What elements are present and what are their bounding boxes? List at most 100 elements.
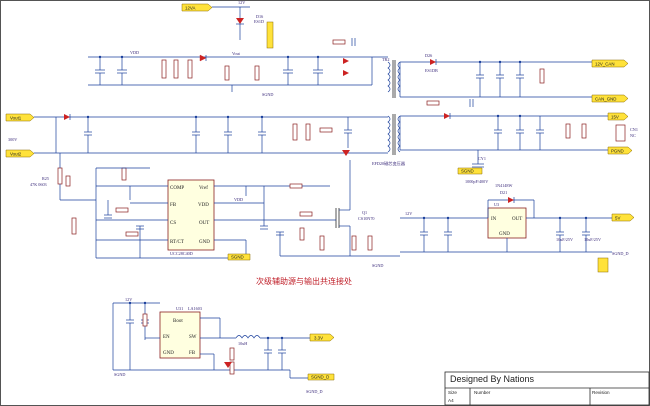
- cap-c131: [95, 57, 105, 85]
- svg-text:R25: R25: [42, 176, 49, 181]
- transformer-tr1: EFD20磁芯变压器: [372, 114, 406, 167]
- inductor-l1: 10uH: [235, 335, 261, 346]
- net-flag-can-gnd: CAN_GND: [591, 94, 629, 103]
- net-flag-sgnd-bottom: SGND: [227, 253, 251, 261]
- cap-c232: [192, 117, 200, 153]
- svg-text:CY1: CY1: [478, 156, 486, 161]
- cap-c221: [84, 117, 92, 153]
- net-flag-sgnd-d-bottom: SGND_D: [307, 373, 335, 381]
- cap-c260: [283, 57, 293, 85]
- resistor-r400: [161, 59, 193, 79]
- svg-text:CS10N70: CS10N70: [358, 216, 375, 221]
- svg-text:12V: 12V: [125, 297, 132, 302]
- svg-text:1000pF/400V: 1000pF/400V: [465, 179, 488, 184]
- net-flag-5v: 5V: [611, 213, 635, 222]
- svg-text:GND: GND: [199, 240, 210, 245]
- svg-text:SGND_D: SGND_D: [306, 389, 323, 394]
- svg-text:Vout2: Vout2: [10, 152, 22, 157]
- net-flag-12va: 12VA: [181, 3, 213, 12]
- snubber-top: [332, 38, 356, 76]
- net-flag-sgnd-vertical: [266, 21, 274, 49]
- svg-text:UCC28C40D: UCC28C40D: [170, 251, 193, 256]
- svg-text:D16: D16: [256, 14, 263, 19]
- svg-text:15V: 15V: [611, 115, 619, 120]
- diode-d26: D26 ES1DB: [425, 53, 438, 73]
- designed-by: Designed By Nations: [450, 374, 535, 384]
- resistor-r405: [224, 65, 260, 81]
- resistor-r25: R25 47K 0603: [30, 167, 63, 187]
- svg-text:12VA: 12VA: [185, 6, 195, 11]
- net-flag-3v3: 3.3V: [309, 333, 335, 342]
- svg-text:SW: SW: [189, 335, 197, 340]
- title-block: Designed By Nations Size Number Revision…: [444, 371, 650, 406]
- svg-text:Revision: Revision: [592, 390, 610, 395]
- svg-text:Number: Number: [474, 390, 491, 395]
- svg-text:U31: U31: [176, 306, 183, 311]
- cap-bank-15v: [494, 116, 587, 150]
- svg-text:12V: 12V: [238, 0, 245, 5]
- cap-c133: [117, 57, 127, 85]
- diode-d21: 1N4148W D21: [487, 183, 535, 218]
- svg-text:SGND_D: SGND_D: [311, 375, 329, 380]
- diode-d96: [199, 54, 207, 62]
- svg-text:ES1D: ES1D: [254, 19, 264, 24]
- cap-c238: [344, 117, 352, 148]
- svg-text:OUT: OUT: [512, 217, 522, 222]
- svg-text:SGND: SGND: [231, 255, 244, 260]
- svg-text:EN: EN: [163, 335, 170, 340]
- diode-d111: [224, 362, 232, 368]
- svg-text:CN1: CN1: [630, 127, 638, 132]
- ic-u1-ucc28c40: U3 COMP Vref FB VDD CS OUT RT/CT GND UCC…: [167, 179, 215, 256]
- svg-text:10uF/25V: 10uF/25V: [584, 237, 601, 242]
- svg-text:1N4148W: 1N4148W: [495, 183, 512, 188]
- cap-c261: [313, 57, 323, 85]
- mosfet-q1: Q1 CS10N70: [335, 186, 375, 256]
- resistor-r406: [292, 123, 333, 141]
- diode-d91: [64, 114, 71, 120]
- connector-cn1: CN1 NC: [615, 124, 638, 142]
- svg-text:10uH: 10uH: [238, 341, 247, 346]
- diode-d16: D16 ES1D: [236, 7, 264, 40]
- svg-text:GND: GND: [499, 232, 510, 237]
- svg-text:U3: U3: [494, 202, 499, 207]
- svg-text:SGND: SGND: [114, 372, 125, 377]
- svg-text:VDD: VDD: [234, 197, 243, 202]
- svg-text:CAN_GND: CAN_GND: [595, 97, 616, 102]
- ic-u3-ldo: IN OUT GND U3: [487, 202, 527, 239]
- net-flag-12v-can: 12V_CAN: [591, 59, 629, 68]
- svg-text:47K 0603: 47K 0603: [30, 182, 47, 187]
- svg-text:10uF/25V: 10uF/25V: [556, 237, 573, 242]
- svg-text:SGND: SGND: [262, 92, 273, 97]
- cap-c234: [258, 117, 266, 153]
- net-flag-15v: 15V: [607, 112, 629, 121]
- svg-text:RT/CT: RT/CT: [170, 240, 184, 245]
- net-flag-vout2: Vout2: [5, 149, 35, 158]
- net-flag-pgnd: PGND: [607, 146, 633, 155]
- svg-text:Size: Size: [448, 390, 457, 395]
- svg-text:COMP: COMP: [170, 186, 184, 191]
- svg-text:GND: GND: [163, 351, 174, 356]
- svg-text:A4: A4: [448, 398, 454, 403]
- svg-text:SGND_D: SGND_D: [612, 251, 629, 256]
- snubber-mid: [426, 99, 474, 119]
- cap-cy1: CY1 1000pF/400V: [465, 150, 488, 184]
- svg-text:SGND: SGND: [372, 263, 383, 268]
- resistor-r411: [289, 183, 303, 189]
- svg-text:D21: D21: [500, 190, 507, 195]
- cap-c233: [224, 117, 232, 153]
- svg-text:VDD: VDD: [198, 203, 209, 208]
- svg-text:12V: 12V: [405, 211, 412, 216]
- svg-text:OUT: OUT: [199, 221, 209, 226]
- svg-text:EFD20磁芯变压器: EFD20磁芯变压器: [372, 160, 406, 167]
- net-flag-vout1: Vout1: [5, 113, 35, 122]
- svg-text:IN: IN: [491, 217, 497, 222]
- ic-u31-buck: Boot EN SW GND FB U31 LA1603: [159, 306, 202, 359]
- cap-bank-12v: [476, 62, 545, 97]
- svg-text:Vout1: Vout1: [10, 116, 22, 121]
- svg-text:VDD: VDD: [130, 50, 139, 55]
- svg-text:5V: 5V: [615, 216, 620, 221]
- svg-text:PGND: PGND: [611, 149, 624, 154]
- svg-text:Vref: Vref: [199, 186, 208, 191]
- svg-text:FB: FB: [170, 203, 177, 208]
